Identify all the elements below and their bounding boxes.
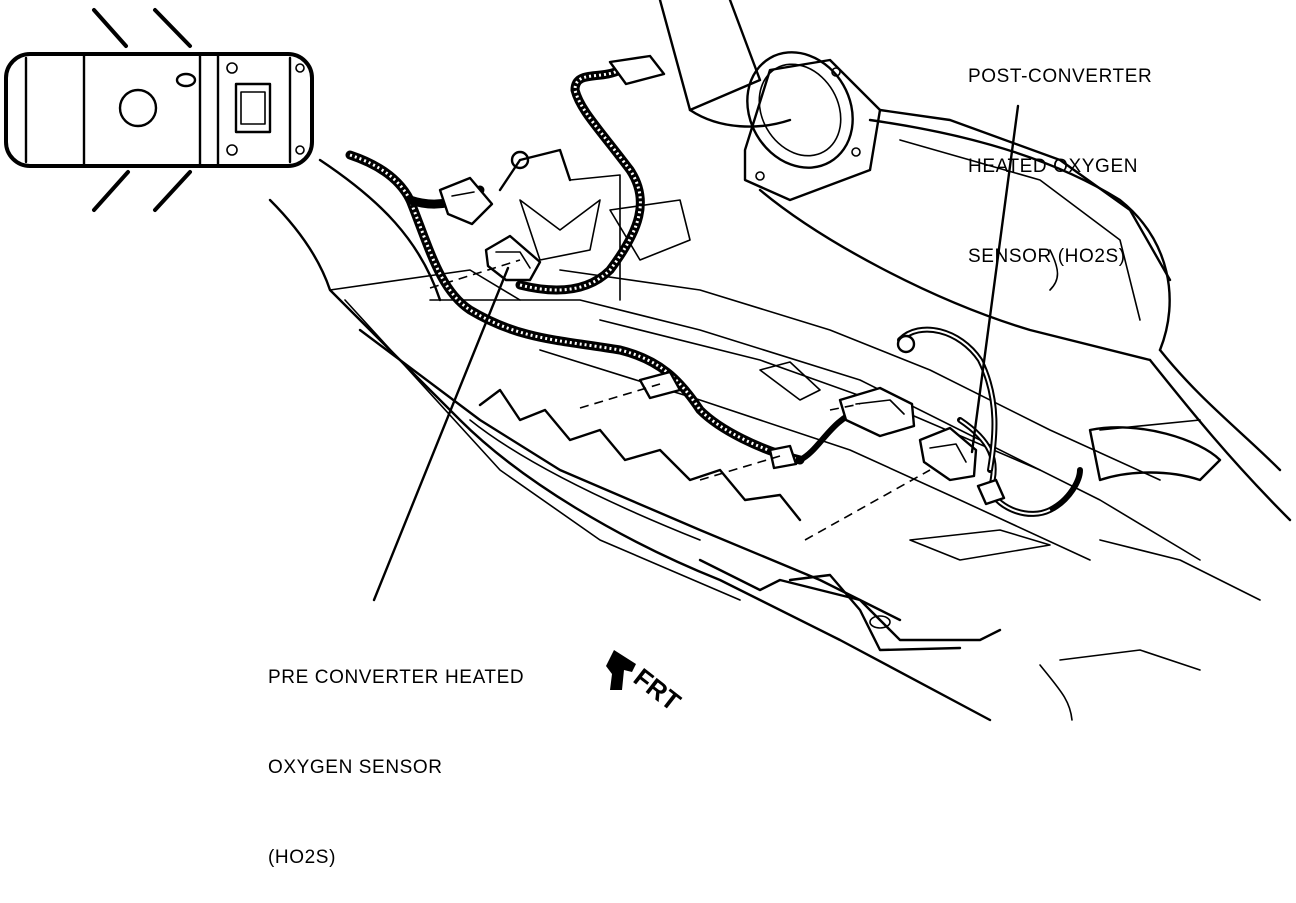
pre-label-line-1: PRE CONVERTER HEATED <box>268 667 525 688</box>
front-arrow-label: FRT <box>628 662 686 717</box>
post-sensor-leader-line <box>970 104 1020 454</box>
post-converter-ho2s-label: POST-CONVERTER HEATED OXYGEN SENSOR (HO2… <box>968 2 1152 302</box>
vehicle-locator-icon <box>4 8 314 212</box>
diagram-canvas: FRT POST-CONVERTER HEATED OXYGEN SENSOR … <box>4 0 1292 868</box>
pre-converter-ho2s-label: PRE CONVERTER HEATED OXYGEN SENSOR (HO2S… <box>268 603 524 903</box>
underbody-illustration: FRT <box>4 0 1292 722</box>
floor-pan <box>268 158 1261 722</box>
pre-label-line-2: OXYGEN SENSOR <box>268 757 443 778</box>
post-converter-sensor-connector <box>838 334 1006 506</box>
post-label-line-2: HEATED OXYGEN <box>968 156 1139 177</box>
pre-sensor-leader-line <box>372 266 510 602</box>
post-label-line-1: POST-CONVERTER <box>968 66 1153 87</box>
post-label-line-3: SENSOR (HO2S) <box>968 246 1126 267</box>
pre-converter-sensor-connector <box>438 54 798 470</box>
pre-label-line-3: (HO2S) <box>268 847 336 868</box>
front-arrow-icon: FRT <box>606 650 686 717</box>
locator-dash-lines <box>429 259 931 541</box>
exhaust-system <box>658 0 1292 522</box>
